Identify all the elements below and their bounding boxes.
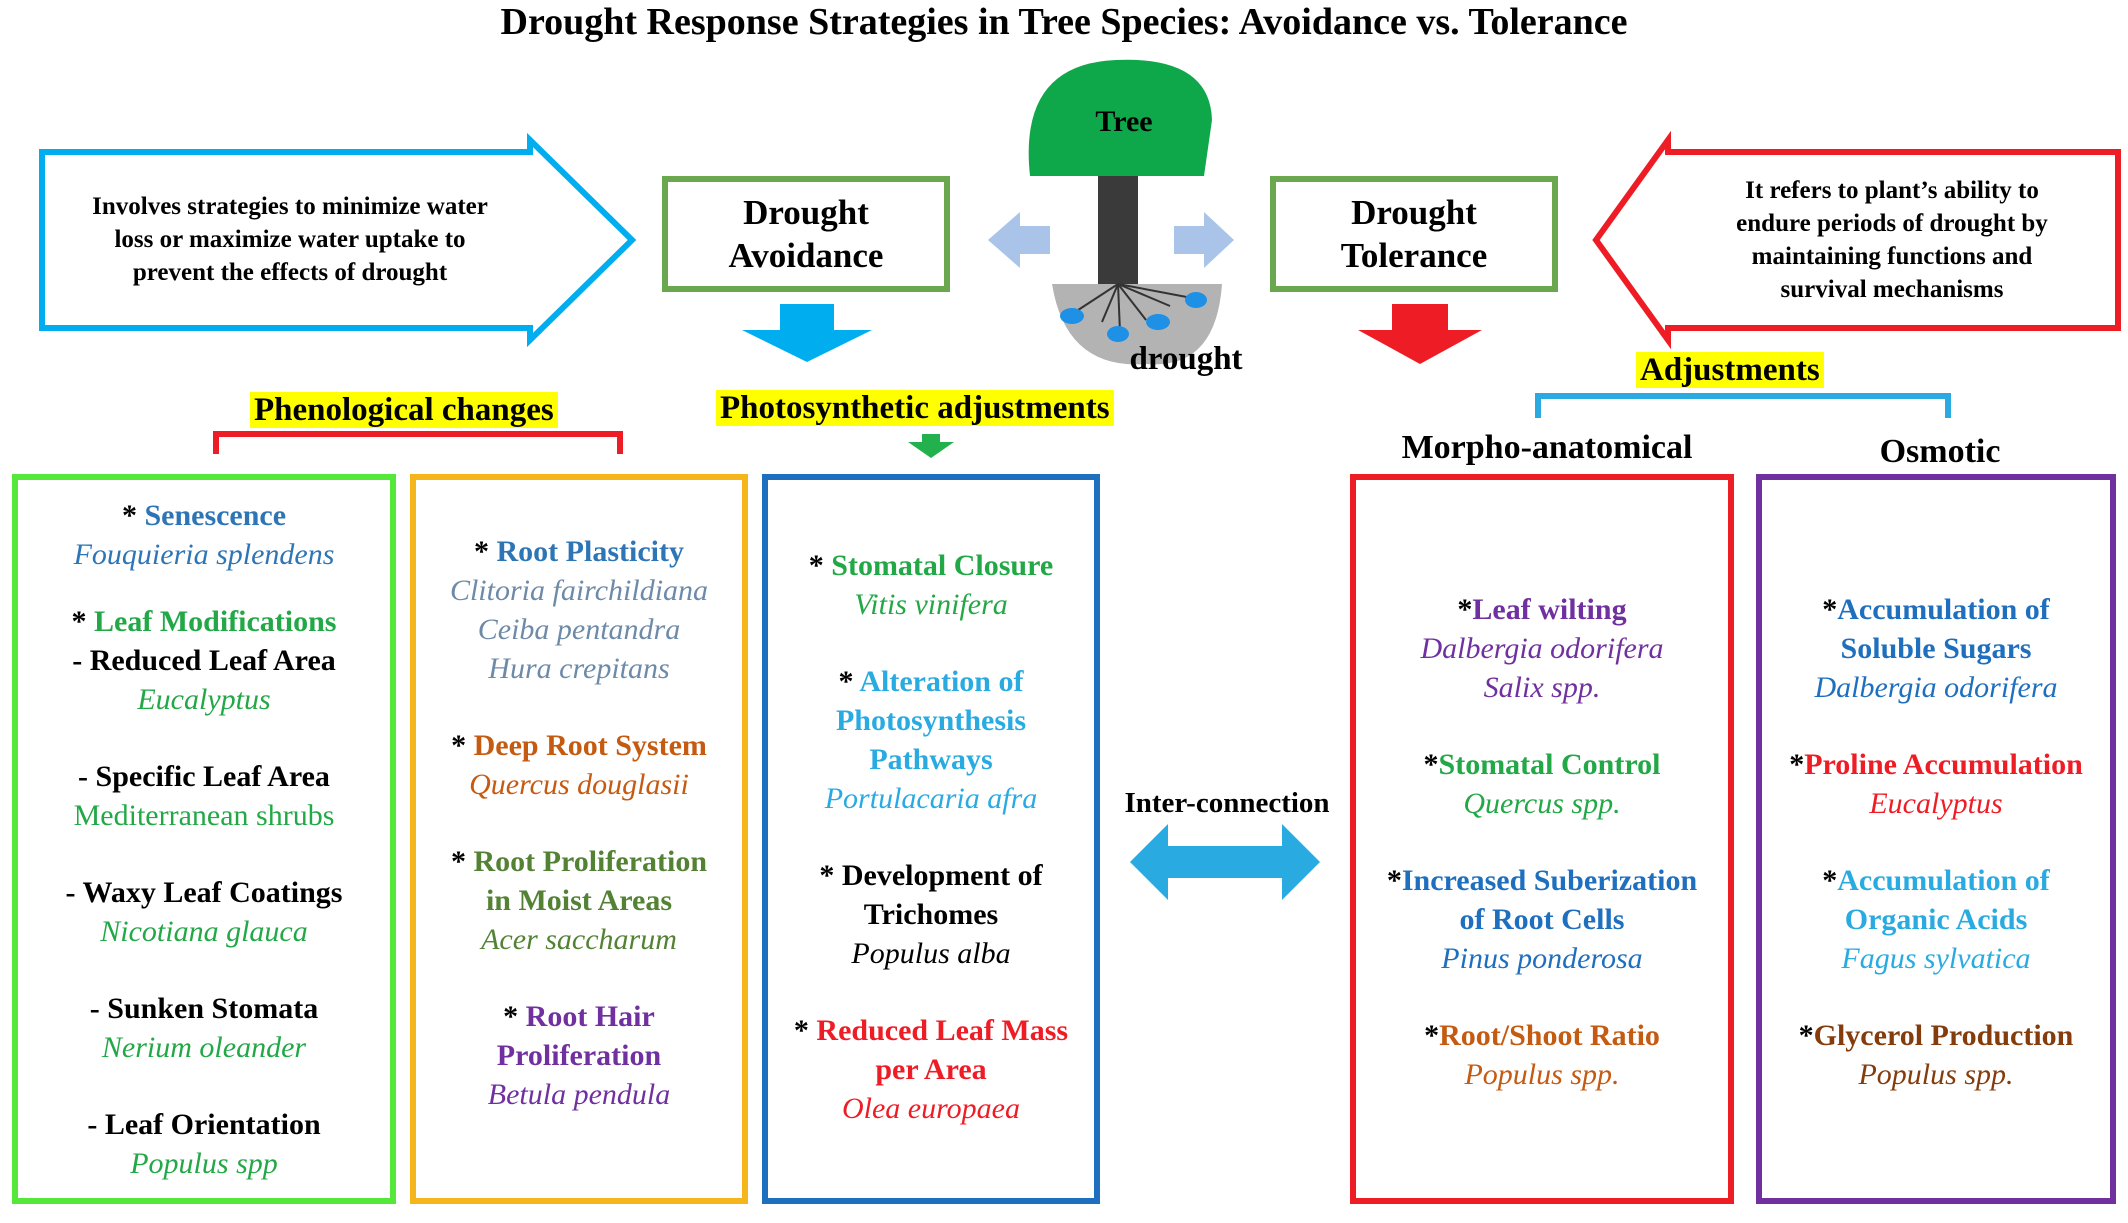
photosynthetic-header-wrap: Photosynthetic adjustments <box>716 388 1114 428</box>
tree-trunk <box>1098 176 1138 284</box>
water-droplets <box>1060 292 1207 342</box>
phenological-bracket <box>213 431 623 454</box>
adjustments-header-wrap: Adjustments <box>1636 350 1824 390</box>
tree-crown-shape <box>1028 59 1212 176</box>
photosynthetic-column: * Stomatal Closure Vitis vinifera * Alte… <box>762 474 1100 1204</box>
avoidance-label-line-2: Avoidance <box>728 236 884 275</box>
list-item: *Accumulation of Organic Acids Fagus syl… <box>1822 864 2050 975</box>
list-item: *Stomatal Control Quercus spp. <box>1423 748 1661 820</box>
phenological-header-wrap: Phenological changes <box>250 390 558 430</box>
list-item: *Leaf wilting Dalbergia odorifera Salix … <box>1420 593 1664 704</box>
osmotic-header: Osmotic <box>1879 433 2001 470</box>
list-item: *Glycerol Production Populus spp. <box>1798 1019 2074 1091</box>
root-column: * Root Plasticity Clitoria fairchildiana… <box>410 474 748 1204</box>
avoidance-desc-line-1: Involves strategies to minimize water <box>92 193 488 220</box>
avoidance-description-arrow <box>39 132 637 348</box>
adjustments-header: Adjustments <box>1636 352 1824 388</box>
tree-label: Tree <box>1095 105 1153 138</box>
diagram-title: Drought Response Strategies in Tree Spec… <box>500 1 1628 43</box>
list-item: * Root Hair Proliferation Betula pendula <box>487 1000 671 1111</box>
right-light-arrow <box>1174 212 1234 268</box>
root-lines <box>1071 283 1193 333</box>
list-item: * Senescence Fouquieria splendens <box>73 499 335 571</box>
tolerance-desc-line-4: survival mechanisms <box>1780 276 2004 303</box>
avoidance-description: Involves strategies to minimize water lo… <box>50 190 530 289</box>
list-item: * Root Plasticity Clitoria fairchildiana… <box>449 535 709 685</box>
list-item: *Root/Shoot Ratio Populus spp. <box>1424 1019 1660 1091</box>
photosynthetic-header: Photosynthetic adjustments <box>716 390 1114 426</box>
tolerance-desc-line-2: endure periods of drought by <box>1736 210 2048 237</box>
phenological-column: * Senescence Fouquieria splendens * Leaf… <box>12 474 396 1204</box>
list-item: - Leaf Orientation Populus spp <box>87 1108 321 1180</box>
adjustments-bracket <box>1535 393 1951 418</box>
list-item: - Specific Leaf Area Mediterranean shrub… <box>73 760 335 832</box>
tolerance-label-line-2: Tolerance <box>1340 236 1488 275</box>
list-item: * Development of Trichomes Populus alba <box>819 859 1043 970</box>
list-item: * Root Proliferation in Moist Areas Acer… <box>450 845 708 956</box>
tolerance-desc-line-3: maintaining functions and <box>1751 243 2033 270</box>
list-item: * Leaf Modifications - Reduced Leaf Area… <box>71 605 337 716</box>
list-item: * Alteration of Photosynthesis Pathways … <box>824 665 1038 815</box>
list-item: *Proline Accumulation Eucalyptus <box>1789 748 2083 820</box>
drought-avoidance-box: Drought Avoidance <box>662 176 950 292</box>
drought-label: drought <box>1129 341 1243 377</box>
phenological-header: Phenological changes <box>250 392 558 428</box>
list-item: - Waxy Leaf Coatings Nicotiana glauca <box>65 876 343 948</box>
list-item: *Increased Suberization of Root Cells Pi… <box>1386 864 1698 975</box>
drought-tolerance-box: Drought Tolerance <box>1270 176 1558 292</box>
tolerance-description-arrow <box>1592 130 2121 350</box>
list-item: - Sunken Stomata Nerium oleander <box>89 992 319 1064</box>
avoidance-desc-line-2: loss or maximize water uptake to <box>114 226 466 253</box>
morpho-anatomical-header: Morpho-anatomical <box>1401 429 1693 466</box>
tolerance-label-line-1: Drought <box>1351 193 1477 232</box>
list-item: * Reduced Leaf Mass per Area Olea europa… <box>793 1014 1069 1125</box>
list-item: *Accumulation of Soluble Sugars Dalbergi… <box>1814 593 2058 704</box>
avoidance-down-arrow <box>742 304 872 362</box>
tolerance-desc-line-1: It refers to plant’s ability to <box>1745 177 2039 204</box>
interconnection-double-arrow <box>1130 824 1320 900</box>
interconnection-label: Inter-connection <box>1124 787 1330 819</box>
root-zone <box>1052 284 1222 365</box>
left-light-arrow <box>988 212 1050 268</box>
list-item: * Stomatal Closure Vitis vinifera <box>808 549 1054 621</box>
photosynthetic-down-arrow <box>908 434 954 458</box>
morpho-anatomical-column: *Leaf wilting Dalbergia odorifera Salix … <box>1350 474 1734 1204</box>
avoidance-label-line-1: Drought <box>743 193 869 232</box>
avoidance-desc-line-3: prevent the effects of drought <box>132 259 448 286</box>
tolerance-down-arrow <box>1358 304 1482 364</box>
list-item: * Deep Root System Quercus douglasii <box>451 729 707 801</box>
tolerance-description: It refers to plant’s ability to endure p… <box>1672 174 2112 306</box>
osmotic-column: *Accumulation of Soluble Sugars Dalbergi… <box>1756 474 2116 1204</box>
